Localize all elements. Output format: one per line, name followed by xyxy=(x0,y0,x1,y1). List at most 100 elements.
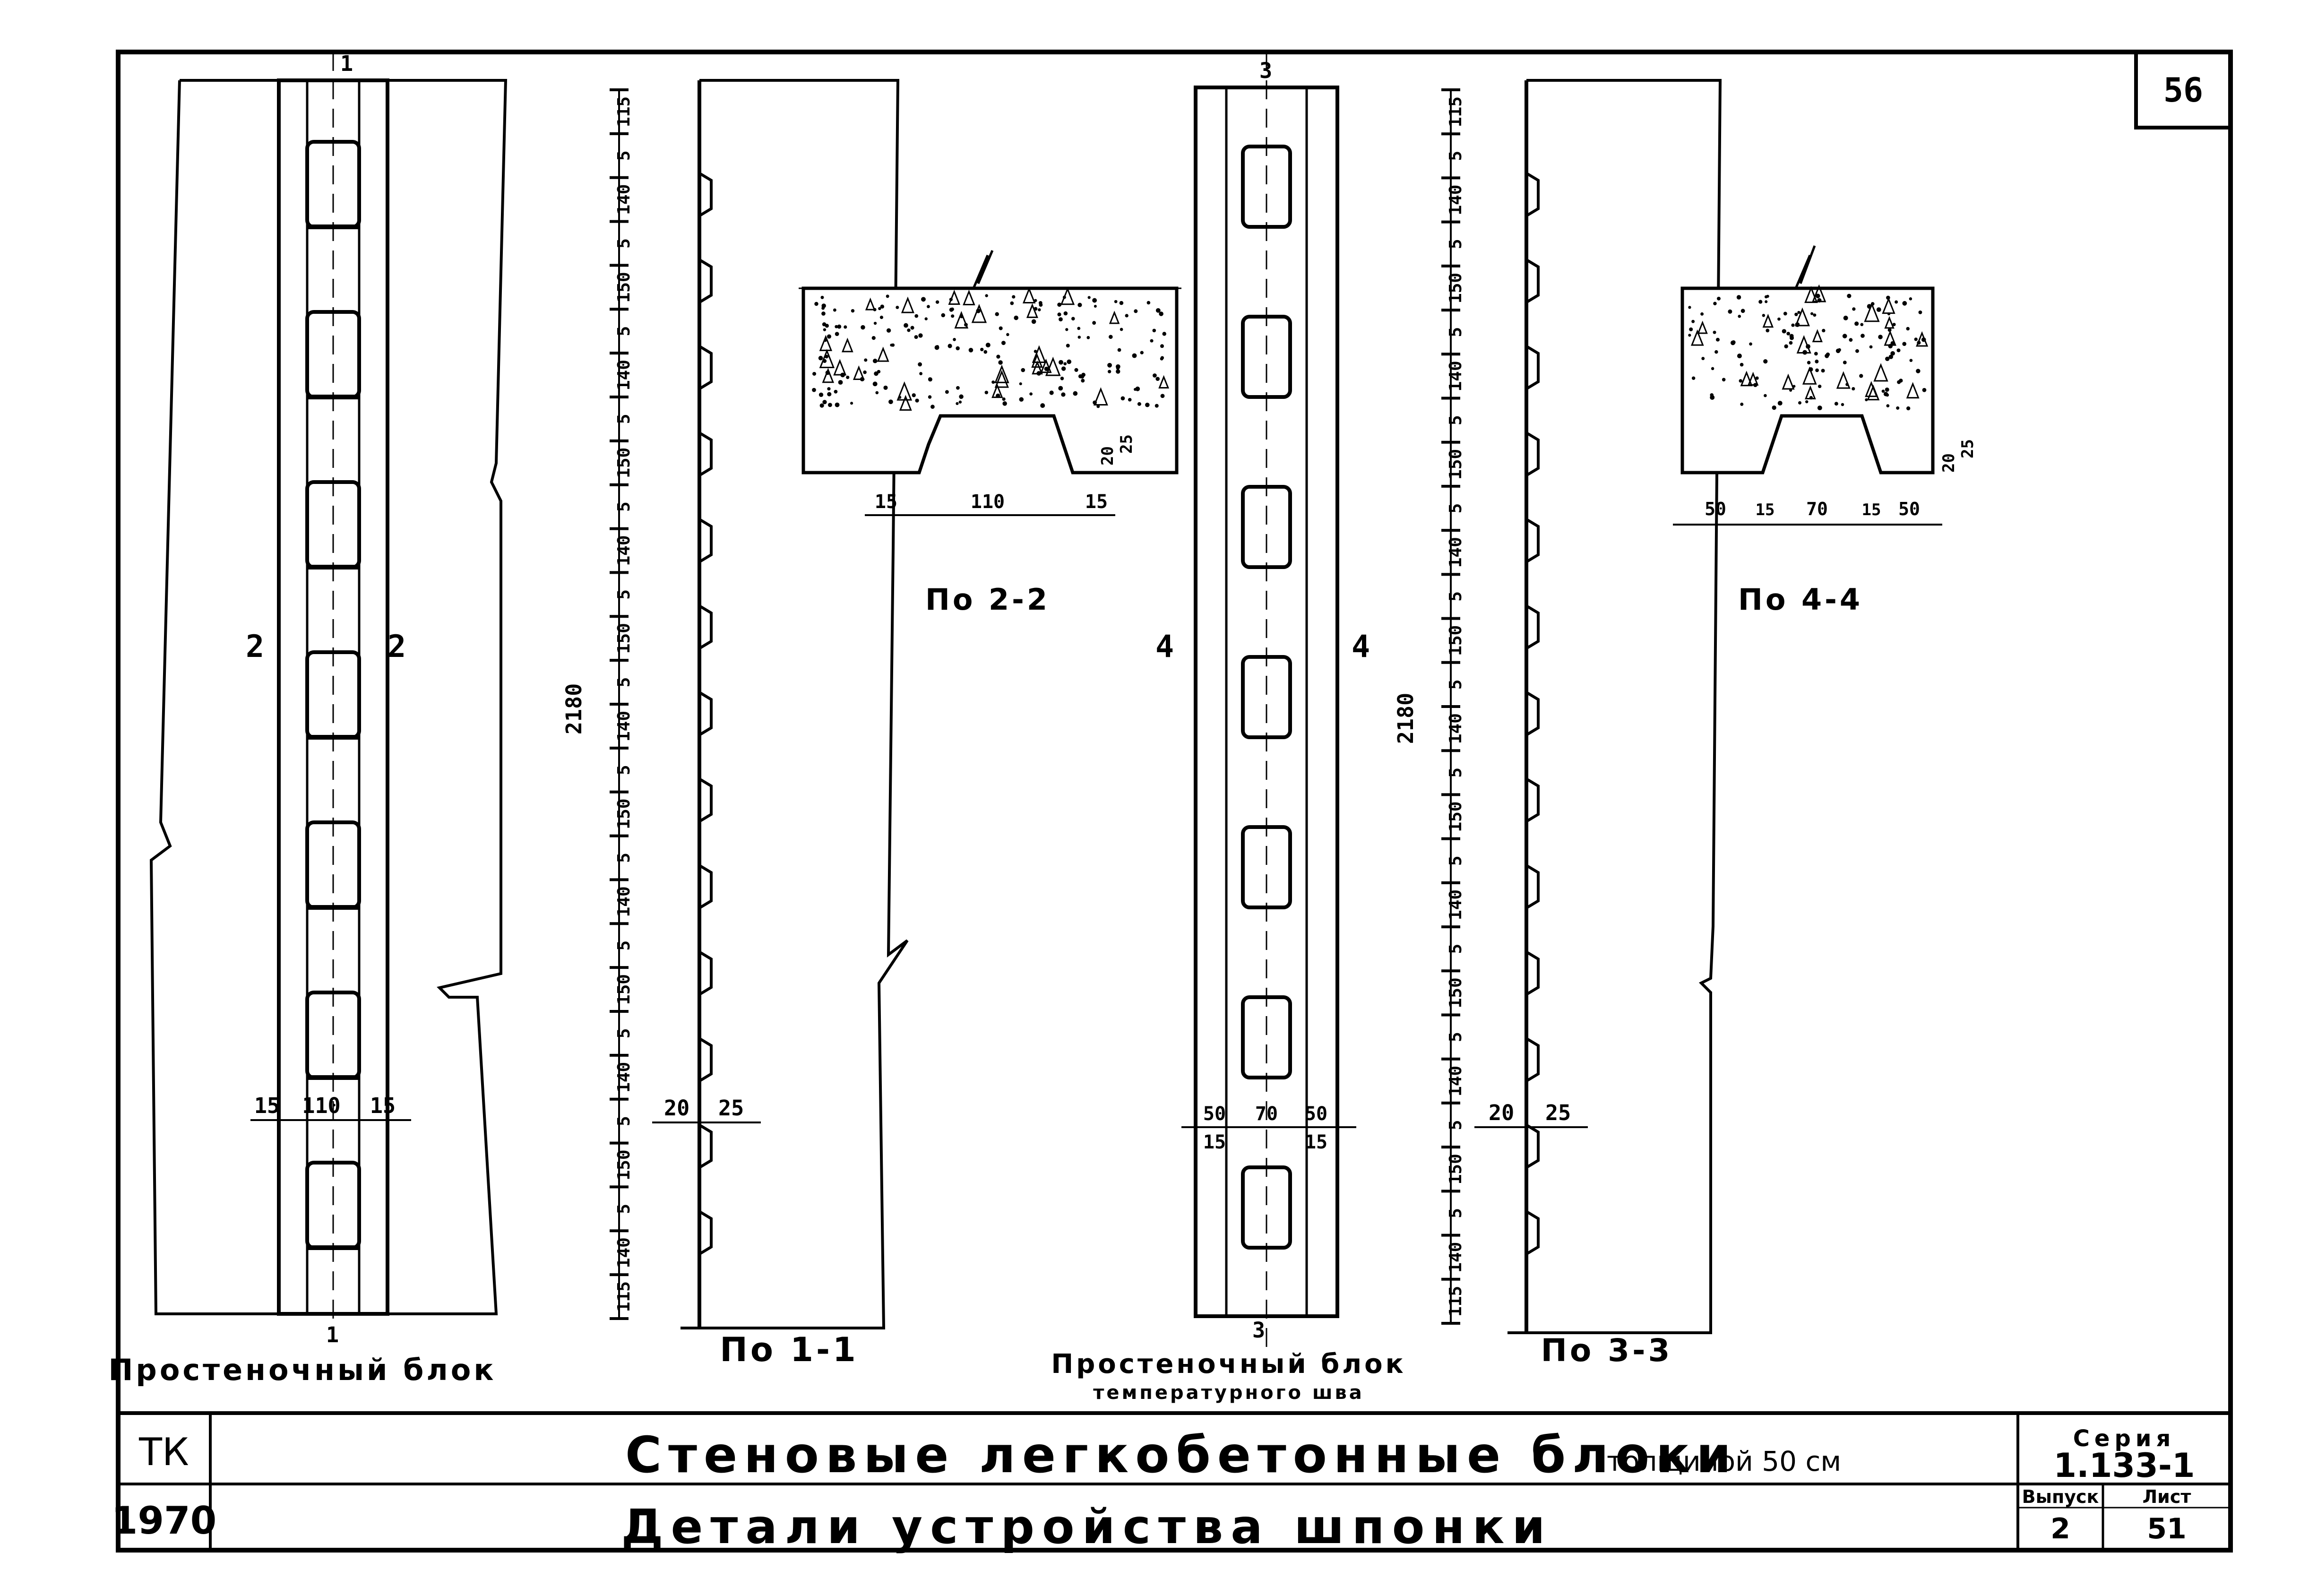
subtitle: Детали устройства шпонки xyxy=(621,1499,1552,1554)
dim-33-label: 150 xyxy=(1446,625,1465,656)
concrete-dot xyxy=(1740,402,1744,406)
concrete-dot xyxy=(1109,335,1113,339)
concrete-dot xyxy=(1713,330,1716,334)
profile-tooth xyxy=(1525,518,1540,563)
profile-tooth xyxy=(698,604,713,650)
mark-s3-top: 3 xyxy=(1259,58,1272,83)
key44-concrete-hatch xyxy=(1688,284,1929,411)
concrete-dot xyxy=(1822,328,1826,333)
dim-left-15b: 15 xyxy=(370,1093,396,1118)
dim-11-20: 20 xyxy=(664,1096,689,1121)
mark-s4-left: 4 xyxy=(1155,629,1174,664)
concrete-aggregate xyxy=(1762,313,1774,328)
concrete-dot xyxy=(1080,375,1085,379)
concrete-dot xyxy=(1093,400,1097,405)
concrete-dot xyxy=(1854,321,1859,326)
concrete-aggregate xyxy=(1867,384,1880,401)
concrete-aggregate xyxy=(1060,287,1075,305)
concrete-aggregate xyxy=(994,364,1009,383)
concrete-dot xyxy=(1074,368,1078,372)
concrete-dot xyxy=(834,389,838,394)
concrete-aggregate xyxy=(865,297,876,311)
concrete-dot xyxy=(1077,302,1082,307)
dim-33-label: 150 xyxy=(1446,273,1465,303)
temp-key xyxy=(1241,315,1292,399)
concrete-dot xyxy=(875,391,879,395)
key22-dim-110: 110 xyxy=(971,491,1005,513)
temp-dim-50b: 50 xyxy=(1305,1103,1327,1125)
concrete-dot xyxy=(1038,301,1042,305)
issue-label: Выпуск xyxy=(2022,1486,2099,1507)
concrete-dot xyxy=(883,385,888,390)
dim-33-label: 5 xyxy=(1446,327,1465,337)
concrete-aggregate xyxy=(1864,302,1880,322)
concrete-dot xyxy=(844,325,847,329)
concrete-dot xyxy=(827,403,832,407)
dim-11-label: 5 xyxy=(614,853,634,863)
dim-33-25: 25 xyxy=(1545,1100,1571,1125)
dim-11-label: 5 xyxy=(614,589,634,600)
concrete-dot xyxy=(949,308,954,312)
concrete-dot xyxy=(1006,333,1009,336)
concrete-dot xyxy=(1766,328,1770,333)
dim-33-label: 140 xyxy=(1446,889,1465,920)
dim-11-label: 5 xyxy=(614,238,634,249)
concrete-dot xyxy=(1029,392,1033,396)
concrete-aggregate xyxy=(1782,373,1795,390)
concrete-dot xyxy=(996,393,1000,398)
concrete-aggregate xyxy=(1697,320,1708,334)
temp-joint-block: 50 70 50 15 15 3 3 4 4 Простеночный блок… xyxy=(1051,52,1404,1404)
key22-dim-15b: 15 xyxy=(1085,491,1108,513)
concrete-aggregate xyxy=(853,365,865,380)
concrete-dot xyxy=(1890,351,1895,356)
dim-33-label: 140 xyxy=(1446,537,1465,568)
concrete-dot xyxy=(1817,405,1822,411)
concrete-dot xyxy=(822,400,827,405)
concrete-dot xyxy=(1883,392,1888,397)
concrete-dot xyxy=(888,399,893,405)
concrete-dot xyxy=(1852,387,1855,391)
concrete-dot xyxy=(1713,302,1717,305)
concrete-dot xyxy=(918,362,922,367)
key22-dim-15a: 15 xyxy=(875,491,897,513)
concrete-dot xyxy=(840,372,845,378)
dim-11-label: 140 xyxy=(614,1062,634,1093)
sheet-label: Лист xyxy=(2143,1486,2191,1507)
dim-left-15a: 15 xyxy=(254,1093,280,1118)
caption-view22: По 2-2 xyxy=(925,582,1050,617)
caption-view44: По 4-4 xyxy=(1738,582,1863,617)
profile-tooth xyxy=(698,691,713,736)
concrete-aggregate xyxy=(948,289,961,305)
concrete-aggregate xyxy=(1040,358,1052,373)
concrete-dot xyxy=(1766,294,1769,298)
mark-s2-left: 2 xyxy=(246,629,264,664)
concrete-dot xyxy=(1869,345,1873,349)
concrete-dot xyxy=(1906,327,1910,331)
concrete-dot xyxy=(1153,373,1157,378)
dim-11-25: 25 xyxy=(718,1096,744,1121)
key44-break xyxy=(1794,245,1816,289)
concrete-dot xyxy=(1909,359,1913,362)
dim-11-label: 5 xyxy=(614,414,634,424)
concrete-dot xyxy=(886,328,891,333)
series-value: 1.133-1 xyxy=(2053,1446,2195,1485)
profile-tooth xyxy=(698,431,713,477)
concrete-dot xyxy=(1916,369,1921,373)
dim-11-label: 140 xyxy=(614,184,634,215)
concrete-dot xyxy=(1826,352,1830,357)
concrete-dot xyxy=(1001,341,1006,345)
concrete-dot xyxy=(1918,310,1922,314)
concrete-dot xyxy=(886,294,889,298)
concrete-dot xyxy=(1807,361,1811,364)
concrete-dot xyxy=(1119,301,1124,305)
concrete-aggregate xyxy=(1093,387,1108,405)
concrete-aggregate xyxy=(1906,382,1920,399)
concrete-dot xyxy=(1896,348,1901,353)
concrete-dot xyxy=(1077,336,1081,339)
concrete-dot xyxy=(915,398,919,403)
concrete-dot xyxy=(1160,357,1163,361)
concrete-dot xyxy=(1765,300,1768,303)
sheet-frame xyxy=(116,50,2233,1553)
concrete-dot xyxy=(976,309,981,313)
concrete-dot xyxy=(812,371,817,376)
